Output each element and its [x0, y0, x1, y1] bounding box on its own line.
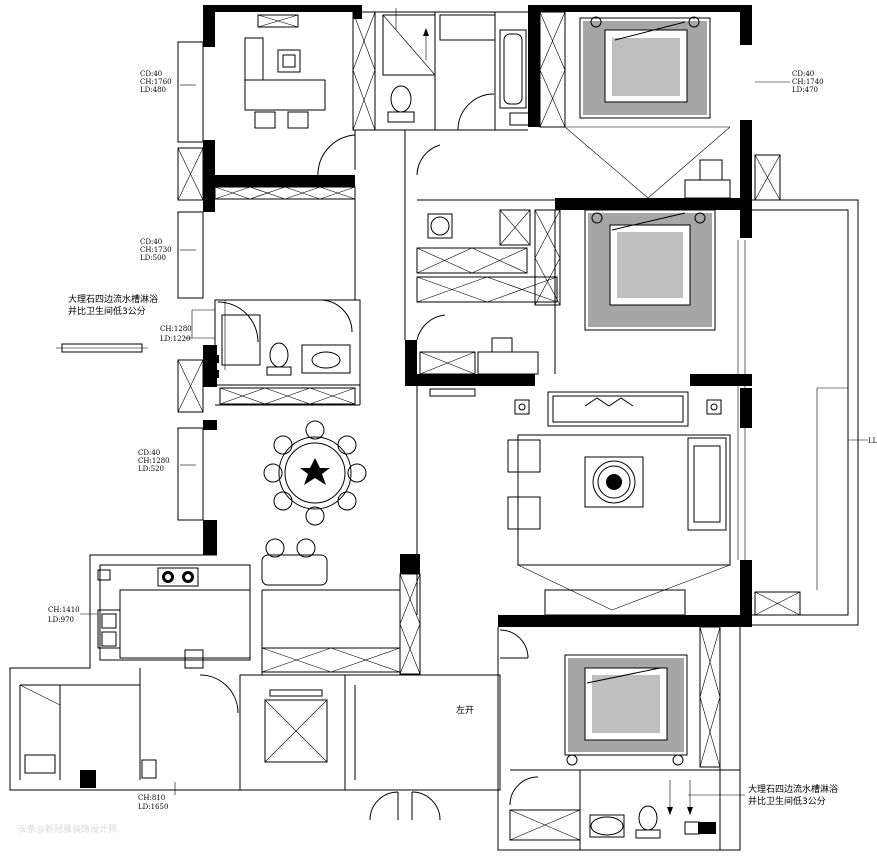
watermark: 头条@新冠雅装饰设计师 [18, 823, 117, 835]
svg-text:CH:1760: CH:1760 [140, 78, 172, 86]
kitchen [97, 567, 251, 714]
bedroom-3 [509, 654, 700, 839]
svg-text:CD:40: CD:40 [792, 70, 814, 78]
window-note-study: CD:40 CH:1760 LD:480 [140, 70, 172, 94]
svg-text:CH:1280: CH:1280 [138, 457, 170, 465]
svg-text:CH:1730: CH:1730 [140, 246, 172, 254]
partition-lines [9, 11, 868, 851]
annotation-leaders [56, 81, 790, 796]
svg-text:CH:1280: CH:1280 [160, 325, 192, 333]
svg-text:LD:1220: LD:1220 [160, 335, 190, 343]
door-label-left-open: 左开 [456, 704, 474, 716]
svg-text:并比卫生间低3公分: 并比卫生间低3公分 [748, 795, 826, 807]
svg-text:LD:500: LD:500 [140, 254, 166, 262]
window-note-kitchen: CH:1410 LD:970 [48, 606, 80, 624]
svg-text:CD:40: CD:40 [140, 238, 162, 246]
living-room [507, 391, 731, 616]
svg-text:LD:970: LD:970 [48, 616, 74, 624]
edge-label: LL [868, 437, 877, 445]
svg-text:CH:810: CH:810 [138, 794, 165, 802]
wardrobes [177, 11, 801, 841]
window-note-dining: CD:40 CH:1280 LD:520 [138, 449, 170, 473]
svg-text:LD:520: LD:520 [138, 465, 164, 473]
svg-text:大理石四边流水槽淋浴: 大理石四边流水槽淋浴 [748, 783, 838, 795]
study-furniture [244, 14, 356, 175]
marble-note-right: 大理石四边流水槽淋浴 并比卫生间低3公分 [748, 783, 838, 807]
svg-text:LD:480: LD:480 [140, 86, 166, 94]
svg-text:CD:40: CD:40 [140, 70, 162, 78]
window-note-bath: CH:1280 LD:1220 [160, 325, 192, 343]
svg-text:大理石四边流水槽淋浴: 大理石四边流水槽淋浴 [68, 293, 158, 305]
bedroom-2 [416, 144, 716, 375]
bathroom-top [382, 8, 531, 131]
window-note-utility: CH:810 LD:1650 [138, 794, 168, 811]
dining-area [261, 420, 367, 586]
svg-text:CH:1740: CH:1740 [792, 78, 824, 86]
svg-text:并比卫生间低3公分: 并比卫生间低3公分 [68, 305, 146, 317]
structural-walls [80, 5, 752, 834]
svg-text:LD:470: LD:470 [792, 86, 818, 94]
bathroom-left [213, 299, 476, 397]
utility-rooms [19, 629, 529, 821]
window-note-bedroom1: CD:40 CH:1740 LD:470 [792, 70, 824, 94]
svg-text:LD:1650: LD:1650 [138, 803, 168, 811]
svg-text:CH:1410: CH:1410 [48, 606, 80, 614]
bedroom-1 [564, 16, 731, 199]
window-note-corridor: CD:40 CH:1730 LD:500 [140, 238, 172, 262]
svg-text:CD:40: CD:40 [138, 449, 160, 457]
marble-note-left: 大理石四边流水槽淋浴 并比卫生间低3公分 [68, 293, 158, 317]
